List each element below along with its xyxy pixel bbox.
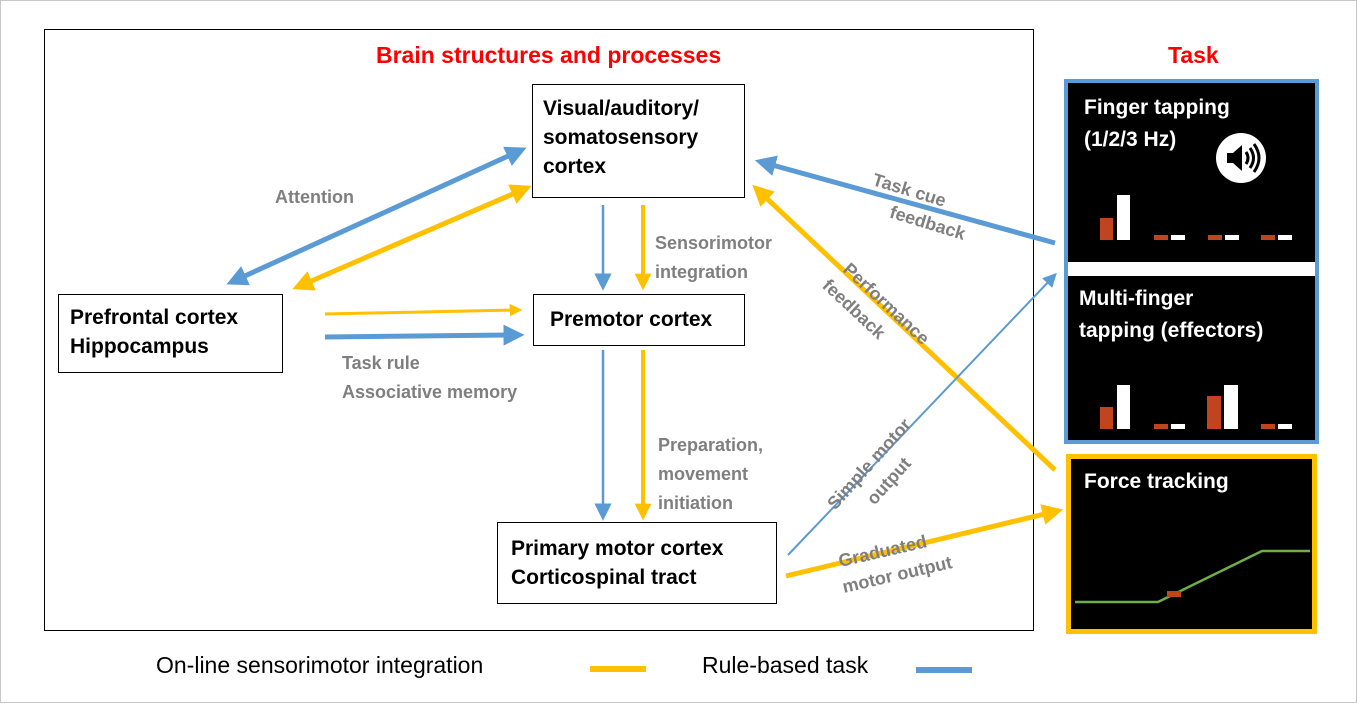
node-primary-motor-cortex: Primary motor cortex Corticospinal tract [497,522,777,604]
force-tracking-title: Force tracking [1084,470,1229,493]
task-rule-line-1: Task rule [342,353,420,373]
finger-tapping-title: Finger tapping (1/2/3 Hz) [1084,92,1230,156]
force-trace-line [1075,549,1310,604]
label-task-rule: Task rule Associative memory [342,349,517,407]
premotor-line-1: Premotor cortex [550,308,713,331]
tap-bar-red-small [1154,235,1168,240]
sensorimotor-line-2: integration [655,262,748,282]
multi-bar-red-small [1261,424,1275,429]
label-sensorimotor-integration: Sensorimotor integration [655,229,772,287]
brain-panel-title: Brain structures and processes [376,42,722,68]
tap-bar-white-small [1225,235,1239,240]
finger-tapping-line-2: (1/2/3 Hz) [1084,128,1177,151]
multi-bar-red-small [1154,424,1168,429]
multi-finger-title: Multi-finger tapping (effectors) [1079,283,1263,347]
multi-bar-white-small [1171,424,1185,429]
arrow-task-cue-feedback [754,155,1056,246]
multi-finger-line-1: Multi-finger [1079,287,1194,310]
legend-rule-label: Rule-based task [702,652,869,678]
legend-rule-swatch [916,667,972,673]
arrow-task-rule-blue [324,324,525,346]
preparation-line-3: initiation [658,493,733,513]
preparation-line-1: Preparation, [658,435,764,455]
brain-structures-panel [44,29,1034,631]
node-sensory-cortex: Visual/auditory/ somatosensory cortex [532,84,745,198]
prefrontal-line-1: Prefrontal cortex [70,306,239,329]
task-rule-line-2: Associative memory [342,382,518,402]
sensorimotor-line-1: Sensorimotor [655,233,773,253]
preparation-line-2: movement [658,464,749,484]
multi-bar-white-small [1278,424,1292,429]
force-tracking-panel [1066,454,1317,634]
arrow-simple-motor-output [787,272,1057,556]
tap-bar-white [1117,195,1130,240]
node-prefrontal-cortex: Prefrontal cortex Hippocampus [58,294,283,373]
force-cursor [1167,591,1181,597]
multi-bar-white [1224,385,1238,429]
task-panel-title: Task [1168,42,1219,68]
legend-online-label: On-line sensorimotor integration [156,652,484,678]
tap-bar-white-small [1171,235,1185,240]
arrow-attention-orange [292,184,532,291]
multi-bar-white [1117,385,1130,429]
panel-divider [1068,262,1315,276]
arrow-attention-blue [226,146,527,286]
multi-finger-line-2: tapping (effectors) [1079,319,1264,342]
arrow-graduated-motor-output [785,504,1064,579]
multi-bar-red [1207,396,1221,429]
primary-line-2: Corticospinal tract [511,566,697,589]
sensory-line-1: Visual/auditory/ [543,97,699,120]
prefrontal-line-2: Hippocampus [70,335,209,358]
tap-bar-red-small [1261,235,1275,240]
label-attention: Attention [275,187,354,207]
arrow-performance-feedback [752,184,1057,472]
tap-bar-white-small [1278,235,1292,240]
rule-based-task-panel [1064,79,1319,444]
arrow-task-rule-orange [324,303,523,317]
multi-bar-red [1100,407,1113,429]
node-premotor-cortex: Premotor cortex [533,294,745,346]
sensory-line-2: somatosensory [543,126,699,149]
label-preparation: Preparation, movement initiation [658,431,763,518]
tap-bar-red [1100,218,1113,240]
legend-online-swatch [590,666,646,672]
speaker-icon [1216,133,1266,183]
tap-bar-red-small [1208,235,1222,240]
finger-tapping-line-1: Finger tapping [1084,96,1230,119]
sensory-line-3: cortex [543,155,607,178]
primary-line-1: Primary motor cortex [511,537,724,560]
